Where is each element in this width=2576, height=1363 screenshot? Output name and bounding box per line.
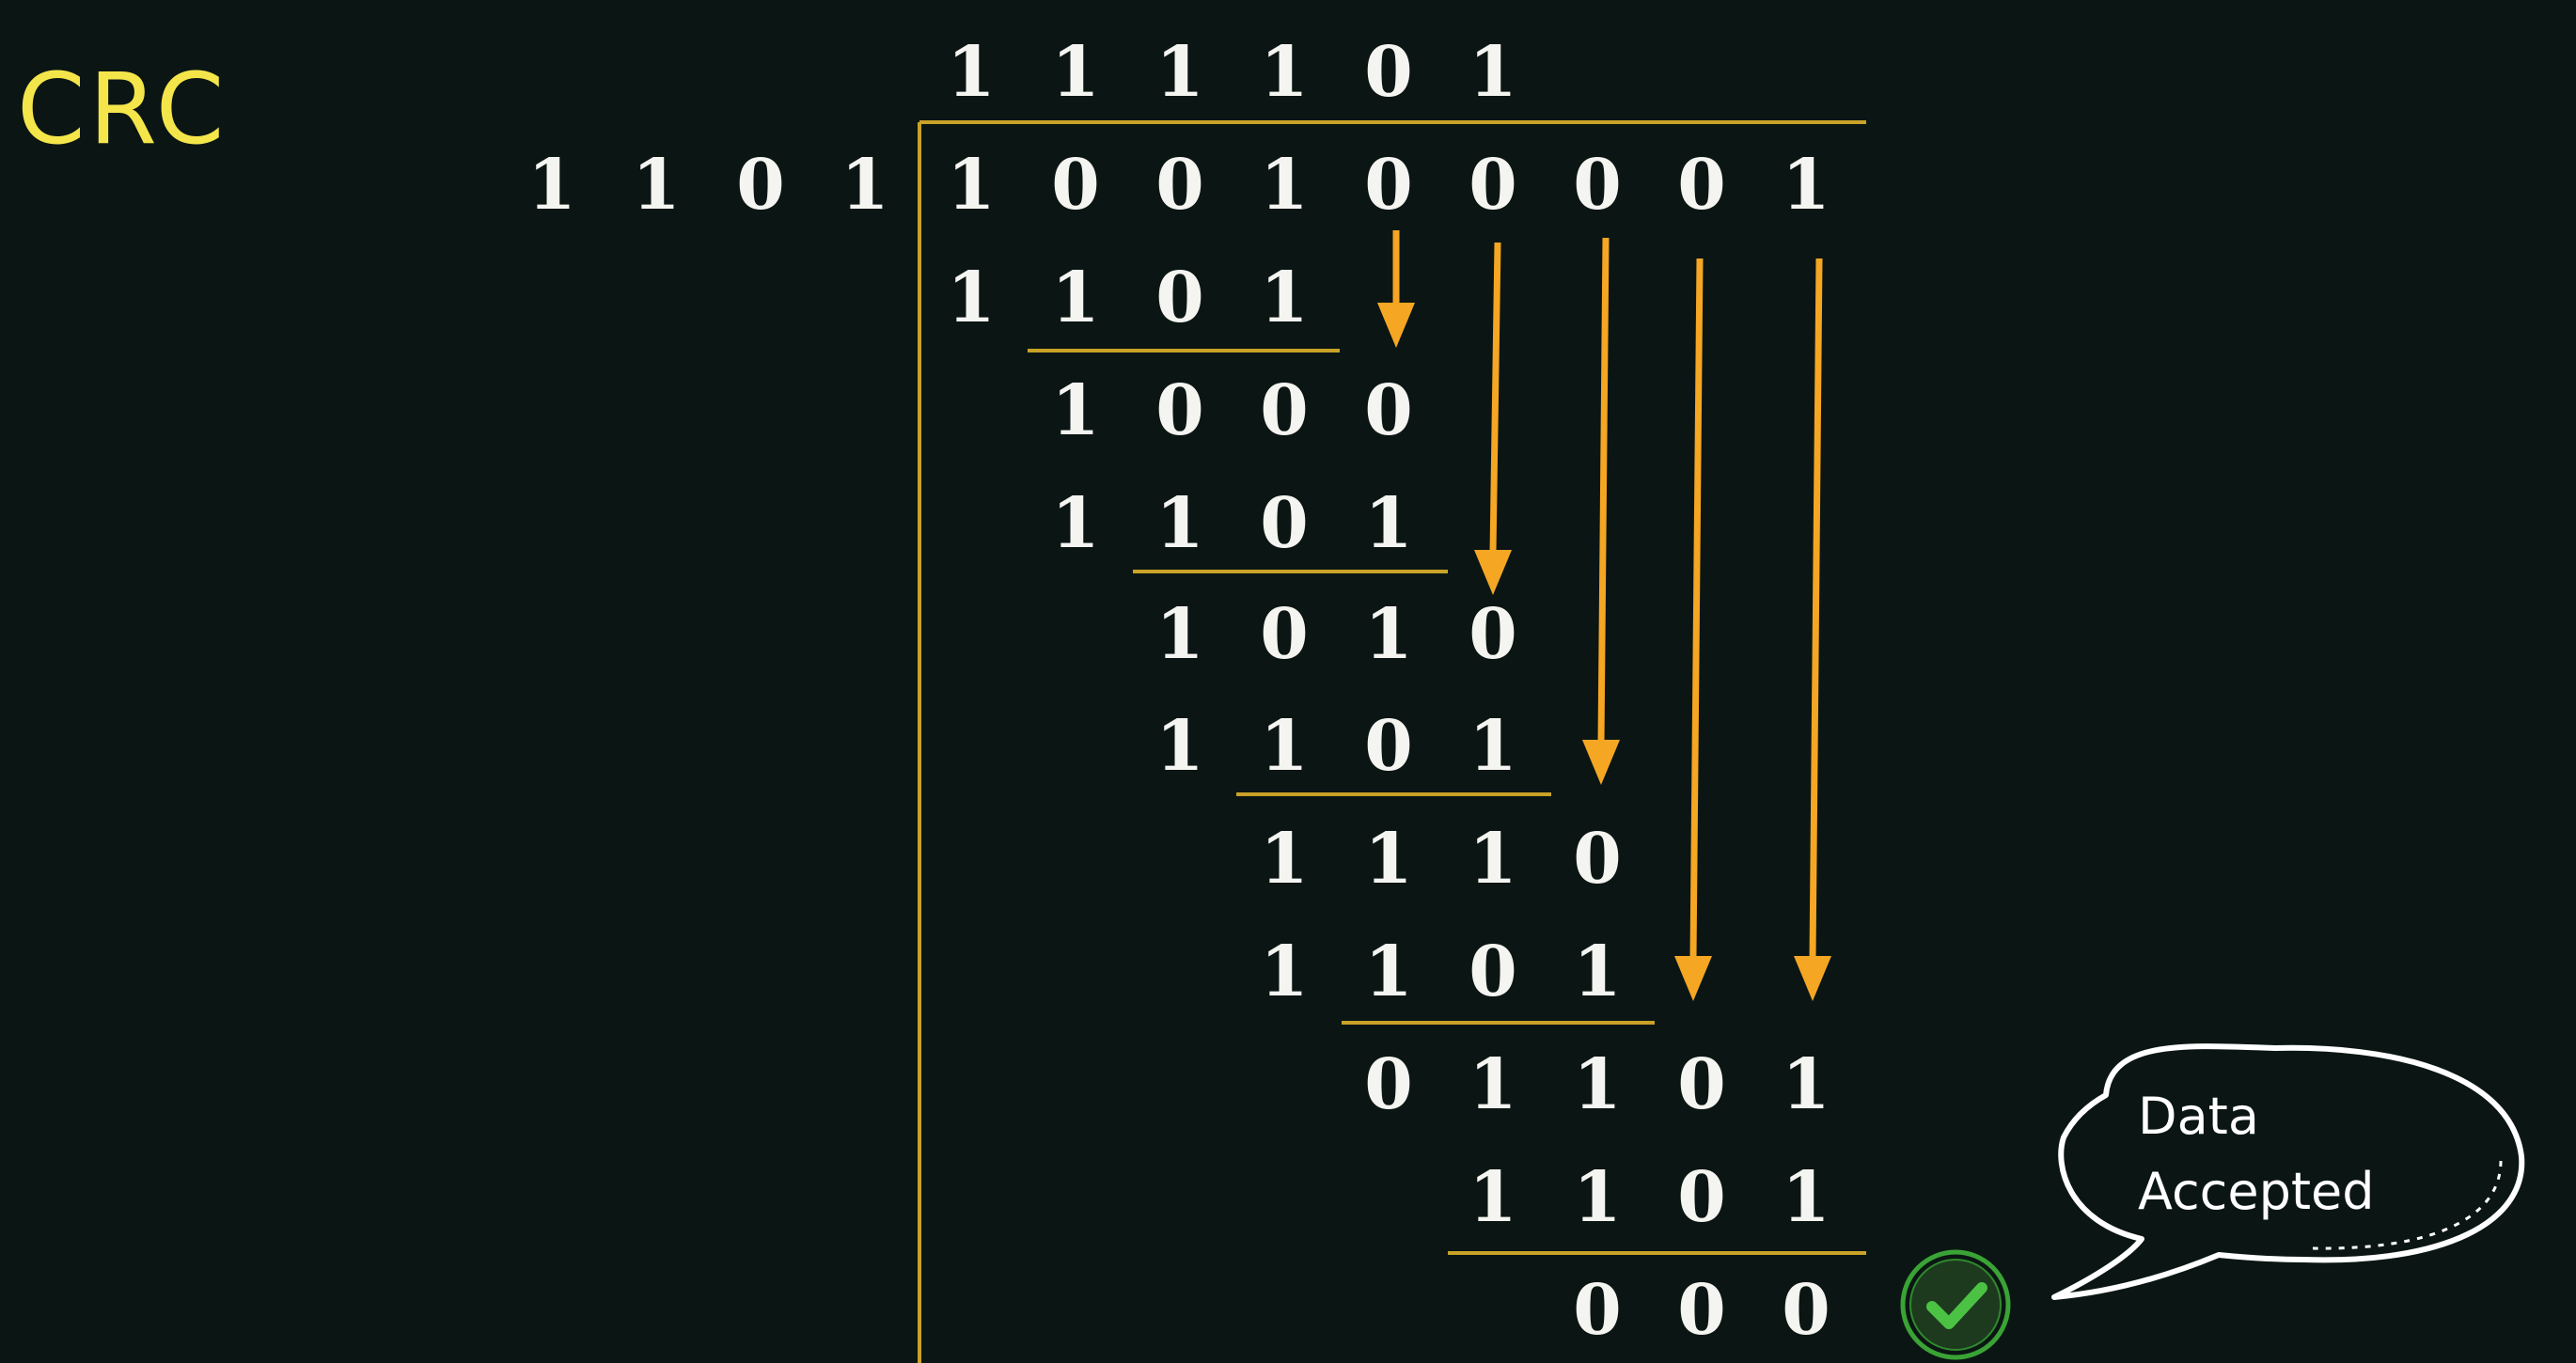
- step-digit: 0: [1677, 1157, 1726, 1238]
- step-digit: 0: [1155, 370, 1204, 451]
- quotient-digit: 1: [1155, 32, 1204, 113]
- bubble-text-line2: Accepted: [2138, 1162, 2375, 1221]
- step-digit: 1: [1782, 1157, 1830, 1238]
- step-digit: 1: [1155, 706, 1204, 787]
- bring-down-arrow: [1582, 237, 1620, 785]
- step-digit: 0: [1469, 932, 1517, 1012]
- step-digit: 0: [1469, 594, 1517, 675]
- dividend-digit: 0: [1155, 145, 1204, 226]
- bubble-text: Data Accepted: [2138, 1079, 2375, 1230]
- step-digit: 1: [1260, 932, 1309, 1012]
- quotient-digit: 0: [1364, 32, 1413, 113]
- step-digit: 1: [1469, 706, 1517, 787]
- speech-bubble-shading: [2312, 1160, 2503, 1250]
- step-digit: 0: [1677, 1044, 1726, 1125]
- step-digit: 1: [1573, 932, 1622, 1012]
- step-digit: 0: [1364, 1044, 1413, 1125]
- step-digit: 1: [1364, 819, 1413, 900]
- step-digit: 1: [1155, 483, 1204, 564]
- remainder-digit: 0: [1677, 1270, 1726, 1351]
- quotient-digit: 1: [1469, 32, 1517, 113]
- step-digit: 1: [1469, 1044, 1517, 1125]
- step-digit: 1: [1364, 594, 1413, 675]
- divisor-digit: 1: [632, 145, 681, 226]
- step-digit: 0: [1155, 258, 1204, 338]
- step-digit: 1: [1469, 819, 1517, 900]
- step-digit: 1: [1260, 258, 1309, 338]
- quotient-digit: 1: [1260, 32, 1309, 113]
- step-digit: 0: [1260, 370, 1309, 451]
- dividend-digit: 1: [1260, 145, 1309, 226]
- bring-down-arrow: [1794, 258, 1831, 1001]
- dividend-digit: 0: [1364, 145, 1413, 226]
- bubble-text-line1: Data: [2138, 1087, 2259, 1146]
- speech-bubble: [2051, 1043, 2525, 1300]
- dividend-digit: 0: [1677, 145, 1726, 226]
- divisor-digit: 1: [840, 145, 889, 226]
- step-digit: 1: [1051, 483, 1100, 564]
- dividend-digit: 0: [1573, 145, 1622, 226]
- step-digit: 1: [1364, 483, 1413, 564]
- step-digit: 1: [1155, 594, 1204, 675]
- step-digit: 1: [1782, 1044, 1830, 1125]
- step-digit: 0: [1260, 483, 1309, 564]
- quotient-digit: 1: [1051, 32, 1100, 113]
- dividend-digit: 1: [1782, 145, 1830, 226]
- quotient-digit: 1: [947, 32, 996, 113]
- dividend-digit: 1: [947, 145, 996, 226]
- bring-down-arrow: [1674, 258, 1712, 1001]
- step-digit: 0: [1260, 594, 1309, 675]
- step-digit: 0: [1364, 706, 1413, 787]
- step-digit: 1: [947, 258, 996, 338]
- step-digit: 1: [1051, 370, 1100, 451]
- step-digit: 1: [1051, 258, 1100, 338]
- step-digit: 1: [1469, 1157, 1517, 1238]
- remainder-digit: 0: [1573, 1270, 1622, 1351]
- dividend-digit: 0: [1469, 145, 1517, 226]
- check-icon: [1900, 1249, 2011, 1360]
- divisor-digit: 0: [736, 145, 785, 226]
- step-digit: 1: [1364, 932, 1413, 1012]
- divisor-digit: 1: [527, 145, 576, 226]
- step-digit: 1: [1573, 1157, 1622, 1238]
- bring-down-arrow: [1377, 230, 1415, 348]
- remainder-digit: 0: [1782, 1270, 1830, 1351]
- step-digit: 0: [1573, 819, 1622, 900]
- step-digit: 1: [1260, 819, 1309, 900]
- step-digit: 1: [1573, 1044, 1622, 1125]
- step-digit: 0: [1364, 370, 1413, 451]
- dividend-digit: 0: [1051, 145, 1100, 226]
- page-title: CRC: [17, 52, 228, 166]
- bring-down-arrow: [1474, 242, 1512, 595]
- step-digit: 1: [1260, 706, 1309, 787]
